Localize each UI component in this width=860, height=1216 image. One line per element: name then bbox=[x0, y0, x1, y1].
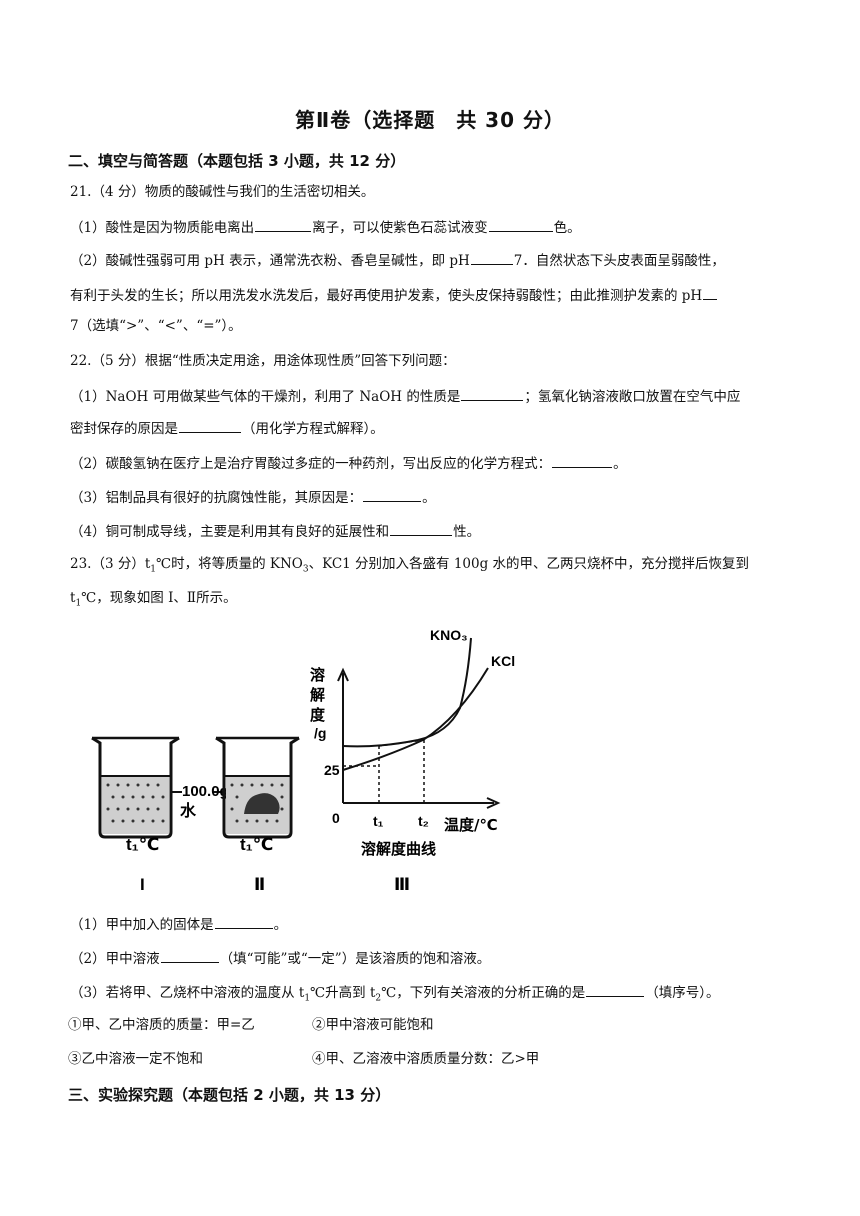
q23-stem: 23.（3 分）t1℃时，将等质量的 KNO3、KC1 分别加入各盛有 100g… bbox=[70, 556, 750, 575]
answer-blank[interactable] bbox=[552, 453, 613, 468]
undissolved-solid bbox=[244, 793, 280, 814]
beaker-i bbox=[91, 736, 180, 839]
beaker-ii bbox=[215, 736, 300, 839]
y-axis-unit: /g bbox=[314, 725, 326, 741]
answer-blank[interactable] bbox=[488, 217, 553, 232]
answer-blank[interactable] bbox=[363, 487, 422, 502]
y-axis-char-1: 溶 bbox=[310, 666, 325, 684]
q23-option-4: ④甲、乙溶液中溶质质量分数：乙>甲 bbox=[312, 1051, 540, 1067]
chart-caption: 溶解度曲线 bbox=[361, 840, 436, 858]
q23-option-3: ③乙中溶液一定不饱和 bbox=[68, 1051, 203, 1067]
q22-part4: （4）铜可制成导线，主要是利用其有良好的延展性和性。 bbox=[70, 521, 480, 541]
water-mass-label: 100.0g bbox=[182, 783, 229, 800]
water-label: 水 bbox=[180, 801, 197, 820]
q21-part1: （1）酸性是因为物质能电离出离子，可以使紫色石蕊试液变色。 bbox=[70, 217, 581, 237]
solubility-chart: 溶 解 度 /g 25 0 t₁ t₂ 温度/℃ 溶解度曲线 Ⅲ KNO₃ KC… bbox=[310, 627, 515, 894]
section-2-heading: 二、填空与简答题（本题包括 3 小题，共 12 分） bbox=[68, 152, 406, 170]
x-tick-t1: t₁ bbox=[373, 813, 384, 829]
beaker-i-temp: t₁℃ bbox=[126, 835, 159, 854]
y-tick-25: 25 bbox=[324, 762, 340, 778]
y-axis-char-2: 解 bbox=[310, 686, 325, 704]
series-kno3-label: KNO₃ bbox=[430, 627, 468, 643]
q23-part3: （3）若将甲、乙烧杯中溶液的温度从 t1℃升高到 t2℃，下列有关溶液的分析正确… bbox=[70, 982, 719, 1008]
q23-option-2: ②甲中溶液可能饱和 bbox=[312, 1017, 434, 1033]
q23-option-1: ①甲、乙中溶质的质量：甲=乙 bbox=[68, 1017, 255, 1033]
y-axis-char-3: 度 bbox=[310, 706, 326, 724]
answer-blank[interactable] bbox=[255, 217, 312, 232]
answer-blank[interactable] bbox=[160, 948, 219, 963]
answer-blank[interactable] bbox=[703, 285, 718, 300]
x-axis-label: 温度/℃ bbox=[444, 816, 498, 834]
q21-stem: 21.（4 分）物质的酸碱性与我们的生活密切相关。 bbox=[70, 184, 375, 200]
q21-part2-end: 7（选填“>”、“<”、“=”）。 bbox=[70, 318, 242, 334]
q22-part3: （3）铝制品具有很好的抗腐蚀性能，其原因是：。 bbox=[70, 487, 436, 507]
q23-figure: 100.0g 水 t₁℃ t₁℃ I Ⅱ 溶 解 bbox=[91, 627, 515, 894]
answer-blank[interactable] bbox=[390, 521, 453, 536]
origin-label: 0 bbox=[332, 810, 340, 826]
q22-part1: （1）NaOH 可用做某些气体的干燥剂，利用了 NaOH 的性质是；氢氧化钠溶液… bbox=[70, 386, 740, 406]
answer-blank[interactable] bbox=[214, 914, 273, 929]
answer-blank[interactable] bbox=[470, 250, 513, 265]
answer-blank[interactable] bbox=[461, 386, 524, 401]
kno3-curve bbox=[342, 637, 472, 748]
x-tick-t2: t₂ bbox=[418, 813, 429, 829]
label-iii: Ⅲ bbox=[394, 875, 410, 894]
answer-blank[interactable] bbox=[586, 982, 645, 997]
label-ii: Ⅱ bbox=[254, 875, 265, 894]
label-i: I bbox=[140, 875, 145, 894]
q22-part2: （2）碳酸氢钠在医疗上是治疗胃酸过多症的一种药剂，写出反应的化学方程式：。 bbox=[70, 453, 627, 473]
q21-part2-cont: 有利于头发的生长；所以用洗发水洗发后，最好再使用护发素，使头皮保持弱酸性；由此推… bbox=[70, 285, 718, 305]
q23-stem-cont: t1℃，现象如图 I、Ⅱ所示。 bbox=[70, 590, 237, 609]
q23-part1: （1）甲中加入的固体是。 bbox=[70, 914, 287, 934]
section-3-heading: 三、实验探究题（本题包括 2 小题，共 13 分） bbox=[68, 1086, 391, 1104]
paper-title: 第Ⅱ卷（选择题 共 30 分） bbox=[295, 108, 565, 132]
answer-blank[interactable] bbox=[179, 418, 241, 433]
series-kcl-label: KCl bbox=[491, 653, 515, 669]
q22-stem: 22.（5 分）根据“性质决定用途，用途体现性质”回答下列问题： bbox=[70, 353, 456, 369]
beaker-ii-temp: t₁℃ bbox=[240, 835, 273, 854]
q23-part2: （2）甲中溶液（填“可能”或“一定”）是该溶质的饱和溶液。 bbox=[70, 948, 490, 968]
q22-part1-cont: 密封保存的原因是（用化学方程式解释）。 bbox=[70, 418, 384, 438]
